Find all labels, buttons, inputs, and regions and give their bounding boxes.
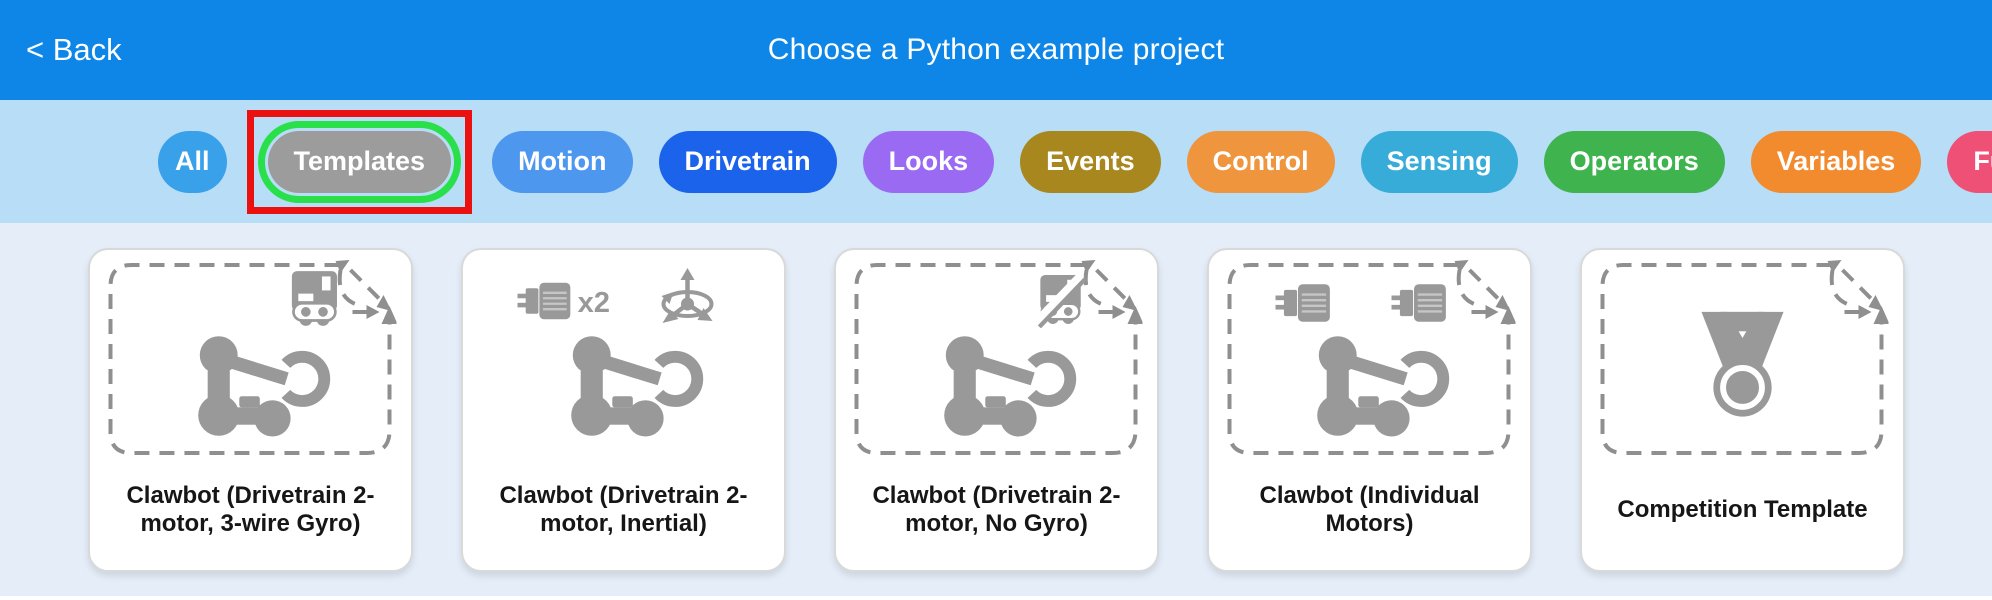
project-thumbnail — [850, 260, 1143, 460]
filter-pill-slot: Functions — [1947, 130, 1992, 193]
filter-pill-slot: Events — [1020, 130, 1161, 193]
motor-icon — [1275, 283, 1332, 323]
selection-ring: Sensing — [1360, 130, 1518, 193]
filter-pill-slot: Control — [1186, 130, 1335, 193]
project-card-title: Clawbot (Individual Motors) — [1259, 481, 1480, 537]
project-thumbnail — [1223, 260, 1516, 460]
filter-functions[interactable]: Functions — [1947, 130, 1992, 193]
page-title: Choose a Python example project — [767, 33, 1225, 66]
motor-x2-icon — [518, 283, 611, 319]
filter-variables[interactable]: Variables — [1750, 130, 1922, 193]
filter-operators[interactable]: Operators — [1543, 130, 1725, 193]
selection-ring: All — [158, 130, 227, 193]
clawbot-icon — [571, 336, 697, 436]
motor-icon — [1391, 283, 1448, 323]
filter-motion[interactable]: Motion — [492, 130, 633, 193]
filter-sensing[interactable]: Sensing — [1360, 130, 1518, 193]
filter-pill-slot: Operators — [1543, 130, 1725, 193]
selection-ring: Looks — [862, 130, 995, 193]
project-card[interactable]: Clawbot (Drivetrain 2-motor, Inertial) — [461, 248, 786, 572]
filter-all[interactable]: All — [158, 130, 227, 193]
filter-looks[interactable]: Looks — [862, 130, 995, 193]
annotation-box: Templates — [246, 109, 473, 214]
selection-ring: Templates — [257, 120, 462, 203]
header: < Back Choose a Python example project — [0, 0, 1992, 100]
project-thumbnail — [1596, 260, 1889, 460]
project-card[interactable]: Clawbot (Drivetrain 2-motor, 3-wire Gyro… — [88, 248, 413, 572]
back-button[interactable]: < Back — [18, 28, 130, 72]
filter-control[interactable]: Control — [1186, 130, 1335, 193]
selection-ring: Motion — [492, 130, 633, 193]
project-card-title: Clawbot (Drivetrain 2-motor, 3-wire Gyro… — [126, 481, 375, 537]
filter-bar: All Templates Motion Drivetrain Looks Ev… — [0, 100, 1992, 223]
medal-icon — [1701, 312, 1783, 417]
project-thumbnail — [104, 260, 397, 460]
clawbot-icon — [1317, 336, 1443, 436]
selection-ring: Variables — [1750, 130, 1922, 193]
project-area: Clawbot (Drivetrain 2-motor, 3-wire Gyro… — [0, 223, 1992, 600]
filter-pill-slot: Sensing — [1360, 130, 1518, 193]
project-card-title: Clawbot (Drivetrain 2-motor, Inertial) — [499, 481, 748, 537]
project-card[interactable]: Clawbot (Drivetrain 2-motor, No Gyro) — [834, 248, 1159, 572]
filter-pill-slot: Drivetrain — [658, 130, 837, 193]
selection-ring: Events — [1020, 130, 1161, 193]
filter-pill-slot: Looks — [862, 130, 995, 193]
bottom-strip — [0, 596, 1992, 600]
filter-templates[interactable]: Templates — [267, 130, 452, 193]
selection-ring: Control — [1186, 130, 1335, 193]
project-thumbnail — [477, 260, 770, 460]
project-card-title: Competition Template — [1617, 495, 1868, 523]
selection-ring: Operators — [1543, 130, 1725, 193]
no-gyro-icon — [1036, 275, 1086, 327]
project-card[interactable]: Clawbot (Individual Motors) — [1207, 248, 1532, 572]
filter-events[interactable]: Events — [1020, 130, 1161, 193]
selection-ring: Drivetrain — [658, 130, 837, 193]
inertial-sensor-icon — [662, 268, 713, 323]
project-card[interactable]: Competition Template — [1580, 248, 1905, 572]
clawbot-icon — [944, 336, 1070, 436]
clawbot-icon — [198, 336, 324, 436]
filter-pill-slot: Variables — [1750, 130, 1922, 193]
filter-pill-slot: Motion — [492, 130, 633, 193]
project-grid: Clawbot (Drivetrain 2-motor, 3-wire Gyro… — [88, 248, 1992, 572]
filter-drivetrain[interactable]: Drivetrain — [658, 130, 837, 193]
selection-ring: Functions — [1947, 130, 1992, 193]
project-card-title: Clawbot (Drivetrain 2-motor, No Gyro) — [872, 481, 1121, 537]
gyro-sensor-icon — [290, 270, 339, 328]
filter-pill-slot: All — [158, 130, 227, 193]
